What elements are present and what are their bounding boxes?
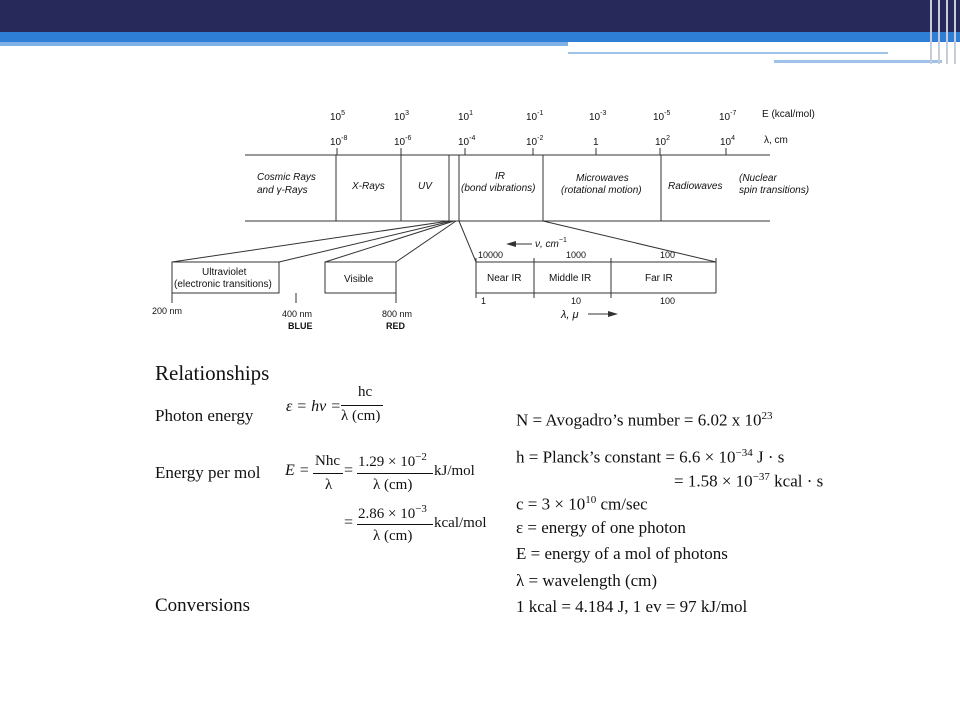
equals: = bbox=[344, 514, 354, 531]
region-nuclear: spin transitions) bbox=[739, 185, 809, 196]
uv-box-label: Ultraviolet bbox=[202, 267, 247, 278]
epm-numerator-3: 2.86 × 10−3 bbox=[358, 503, 427, 522]
micron-arrowhead bbox=[608, 311, 618, 317]
ir-band-middle: Middle IR bbox=[549, 273, 591, 284]
lambda-definition: λ = wavelength (cm) bbox=[516, 571, 658, 590]
planck-kcal: = 1.58 × 10−37 kcal · s bbox=[674, 471, 824, 491]
wavenumber-tick: 1000 bbox=[566, 250, 586, 260]
title-bar bbox=[0, 0, 960, 32]
energy-tick: 101 bbox=[458, 110, 473, 123]
equals: = bbox=[344, 462, 354, 479]
region-cosmic-rays: Cosmic Rays bbox=[257, 172, 316, 183]
ir-band-near: Near IR bbox=[487, 273, 521, 284]
epm-numerator-1: Nhc bbox=[315, 453, 340, 469]
conversions-label: Conversions bbox=[155, 595, 250, 616]
corner-line bbox=[938, 0, 940, 64]
visible-box-label: Visible bbox=[344, 274, 374, 285]
wavenumber-tick: 100 bbox=[660, 250, 675, 260]
wavenumber-tick: 10000 bbox=[478, 250, 503, 260]
e-definition: E = energy of a mol of photons bbox=[516, 544, 728, 563]
energy-per-mol-label: Energy per mol bbox=[155, 463, 261, 482]
epm-unit-2: kJ/mol bbox=[434, 463, 475, 479]
nm-label-red: RED bbox=[386, 321, 406, 331]
fraction-bar bbox=[357, 524, 433, 525]
photon-energy-lhs: ε = hν = bbox=[286, 398, 341, 415]
wavelength-tick: 104 bbox=[720, 135, 735, 148]
accent-bar bbox=[0, 32, 960, 42]
epm-denominator-2: λ (cm) bbox=[373, 477, 413, 493]
accent-stripe bbox=[568, 52, 888, 54]
nm-label-200: 200 nm bbox=[152, 306, 182, 316]
wavelength-tick: 10-8 bbox=[330, 135, 347, 148]
energy-tick: 105 bbox=[330, 110, 345, 123]
region-microwaves: (rotational motion) bbox=[561, 185, 642, 196]
accent-bar-light bbox=[0, 42, 568, 46]
fraction-bar bbox=[313, 473, 343, 474]
visible-detail-box bbox=[324, 261, 397, 294]
region-uv: UV bbox=[418, 181, 433, 192]
wavelength-tick: 10-4 bbox=[458, 135, 475, 148]
region-cosmic-rays: and γ-Rays bbox=[257, 185, 308, 196]
conversions-text: 1 kcal = 4.184 J, 1 ev = 97 kJ/mol bbox=[516, 597, 748, 616]
fraction-bar bbox=[341, 405, 383, 406]
uv-box-label: (electronic transitions) bbox=[174, 279, 272, 290]
wavenumber-arrowhead bbox=[506, 241, 516, 247]
nm-label-800: 800 nm bbox=[382, 309, 412, 319]
wavelength-tick: 102 bbox=[655, 135, 670, 148]
avogadro-definition: N = Avogadro’s number = 6.02 x 1023 bbox=[516, 410, 773, 430]
energy-axis-label: E (kcal/mol) bbox=[762, 109, 815, 120]
region-radiowaves: Radiowaves bbox=[668, 181, 722, 192]
corner-line bbox=[954, 0, 956, 64]
energy-tick: 10-5 bbox=[653, 110, 670, 123]
epm-numerator-2: 1.29 × 10−2 bbox=[358, 451, 427, 470]
region-nuclear: (Nuclear bbox=[739, 173, 777, 184]
wavelength-axis-label: λ, cm bbox=[764, 135, 788, 146]
energy-tick: 10-1 bbox=[526, 110, 543, 123]
ir-band-far: Far IR bbox=[645, 273, 673, 284]
epm-denominator-3: λ (cm) bbox=[373, 528, 413, 544]
energy-tick: 103 bbox=[394, 110, 409, 123]
wavelength-tick: 1 bbox=[593, 137, 599, 148]
epm-unit-3: kcal/mol bbox=[434, 515, 487, 531]
relationships-heading: Relationships bbox=[155, 361, 270, 385]
region-x-rays: X-Rays bbox=[351, 181, 385, 192]
micron-tick: 10 bbox=[571, 296, 581, 306]
photon-energy-label: Photon energy bbox=[155, 406, 254, 425]
energy-tick: 10-7 bbox=[719, 110, 736, 123]
fraction-bar bbox=[357, 473, 433, 474]
energy-tick: 10-3 bbox=[589, 110, 606, 123]
nm-label-blue: BLUE bbox=[288, 321, 313, 331]
corner-line bbox=[930, 0, 932, 64]
photon-energy-denominator: λ (cm) bbox=[341, 408, 381, 424]
planck-definition: h = Planck’s constant = 6.6 × 10−34 J · … bbox=[516, 447, 785, 467]
epm-denominator-1: λ bbox=[325, 477, 333, 493]
nm-label-400: 400 nm bbox=[282, 309, 312, 319]
region-ir: IR bbox=[495, 171, 505, 182]
accent-stripe bbox=[774, 60, 942, 63]
photon-energy-numerator: hc bbox=[358, 384, 373, 400]
wavelength-tick: 10-6 bbox=[394, 135, 411, 148]
light-speed-definition: c = 3 × 1010 cm/sec bbox=[516, 494, 648, 514]
micron-label: λ, μ bbox=[560, 309, 579, 321]
region-microwaves: Microwaves bbox=[576, 173, 629, 184]
corner-line bbox=[946, 0, 948, 64]
wavenumber-label: ν, cm−1 bbox=[535, 237, 567, 250]
uv-detail-box bbox=[171, 261, 280, 294]
micron-tick: 1 bbox=[481, 296, 486, 306]
region-ir: (bond vibrations) bbox=[461, 183, 535, 194]
energy-per-mol-lhs: E = bbox=[285, 462, 310, 479]
micron-tick: 100 bbox=[660, 296, 675, 306]
wavelength-tick: 10-2 bbox=[526, 135, 543, 148]
epsilon-definition: ε = energy of one photon bbox=[516, 518, 686, 537]
